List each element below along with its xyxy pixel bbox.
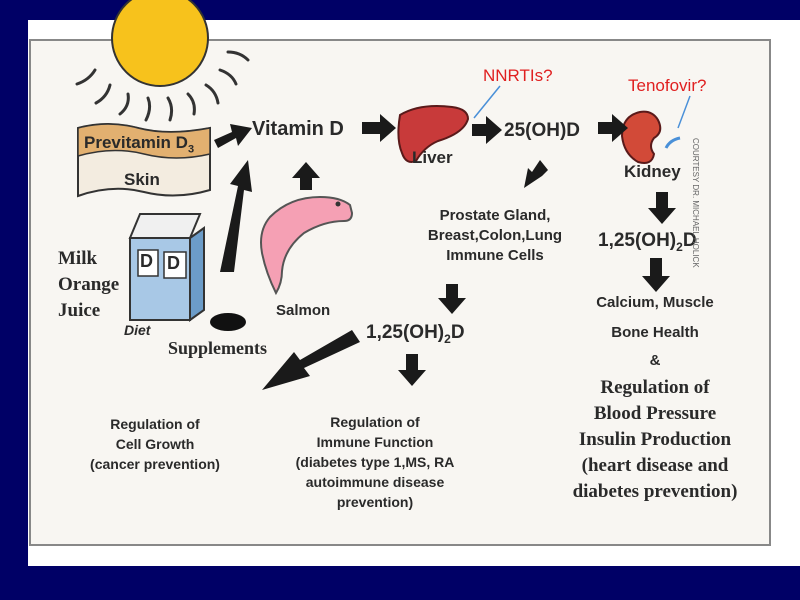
supplement-pill-icon <box>210 313 246 331</box>
arrow-liver-to-25ohd <box>472 116 502 144</box>
nnrti-pointer <box>473 85 501 119</box>
kidney-label: Kidney <box>624 162 681 181</box>
arrow-calcitriol-down <box>642 258 670 292</box>
immune-function-label: Regulation of Immune Function (diabetes … <box>295 414 455 510</box>
carton-letter-2: D <box>167 253 180 273</box>
calcitriol-right-label: 1,25(OH)2D <box>598 230 697 254</box>
milk-carton-icon <box>128 213 205 322</box>
bone-label: Bone Health <box>611 324 699 341</box>
nnrtis-annotation: NNRTIs? <box>483 66 553 85</box>
regulation-right-label: Regulation of Blood Pressure Insulin Pro… <box>572 377 738 502</box>
carton-letter-1: D <box>140 251 153 271</box>
supplements-label: Supplements <box>168 338 268 358</box>
diet-label: Diet <box>124 322 151 338</box>
pathway-arrows <box>214 114 676 390</box>
arrow-kidney-down <box>648 192 676 224</box>
arrow-tissues-down <box>438 284 466 314</box>
salmon-label: Salmon <box>276 302 331 319</box>
liver-icon <box>397 105 470 163</box>
arrow-diet-up <box>220 160 252 272</box>
kidney-icon <box>620 110 662 164</box>
calcium-label: Calcium, Muscle <box>596 294 714 311</box>
hydroxy-label: 25(OH)D <box>504 120 581 141</box>
arrow-salmon-up <box>292 162 320 190</box>
arrow-to-immune <box>398 354 426 386</box>
milk-orange-juice-label: Milk Orange Juice <box>58 248 120 321</box>
tenofovir-annotation: Tenofovir? <box>628 76 707 95</box>
courtesy-credit: COURTESY DR. MICHAEL HOLICK <box>691 138 700 268</box>
arrow-25ohd-to-tissues <box>524 160 548 188</box>
arrow-to-cell-growth <box>262 330 360 390</box>
skin-label: Skin <box>124 170 160 189</box>
arrow-skin-to-vitd <box>214 124 252 148</box>
salmon-icon <box>260 195 354 296</box>
calcitriol-mid-label: 1,25(OH)2D <box>366 322 465 346</box>
previtamin-label: Previtamin D3 <box>84 133 195 156</box>
tissues-label: Prostate Gland, Breast,Colon,Lung Immune… <box>427 207 563 264</box>
tenofovir-pointer <box>677 95 691 129</box>
sun-icon <box>75 0 250 122</box>
liver-label: Liver <box>412 148 453 167</box>
vitamin-d-label: Vitamin D <box>252 118 344 140</box>
cell-growth-label: Regulation of Cell Growth (cancer preven… <box>90 416 220 472</box>
ampersand-label: & <box>649 352 661 369</box>
arrow-25ohd-to-kidney <box>598 114 628 142</box>
arrow-vitd-to-liver <box>362 114 396 142</box>
skin-block <box>77 123 211 198</box>
